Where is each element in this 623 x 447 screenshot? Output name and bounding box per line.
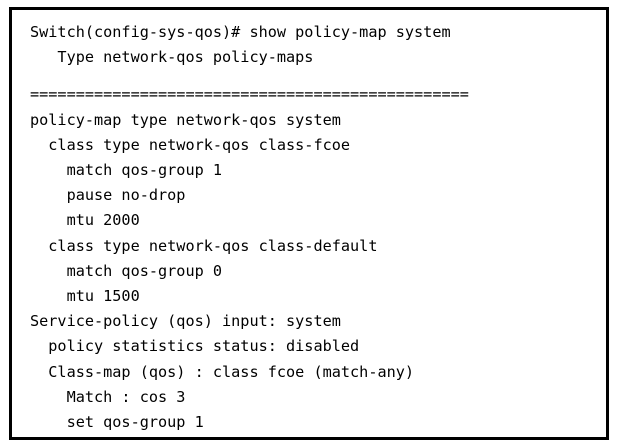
terminal-line: Service-policy (qos) input: system [30,312,341,331]
terminal-line [30,70,602,82]
terminal-line: match qos-group 0 [30,261,223,280]
terminal-line: Switch(config-sys-qos)# show policy-map … [30,23,451,41]
terminal-line: Class-map (qos) : class fcoe (match-any) [30,362,415,381]
terminal-line: ========================================… [30,85,469,104]
terminal-line: set qos-group 1 [30,413,204,432]
terminal-line: class type network-qos class-default [30,236,378,255]
terminal-line: policy statistics status: disabled [30,337,360,356]
terminal-window[interactable]: Switch(config-sys-qos)# show policy-map … [9,7,609,440]
terminal-line: class type network-qos class-fcoe [30,135,351,154]
terminal-line: match qos-group 1 [30,161,223,180]
terminal-line: Type network-qos policy-maps [30,48,314,67]
terminal-line: pause no-drop [30,186,186,205]
terminal-line: mtu 1500 [30,287,140,306]
terminal-line: policy-map type network-qos system [30,110,341,129]
terminal-line: mtu 2000 [30,211,140,230]
terminal-output: Switch(config-sys-qos)# show policy-map … [30,20,602,437]
terminal-line: Match : cos 3 [30,387,186,406]
terminal-line: Class-map (qos) : class-default (match-a… [30,435,602,437]
